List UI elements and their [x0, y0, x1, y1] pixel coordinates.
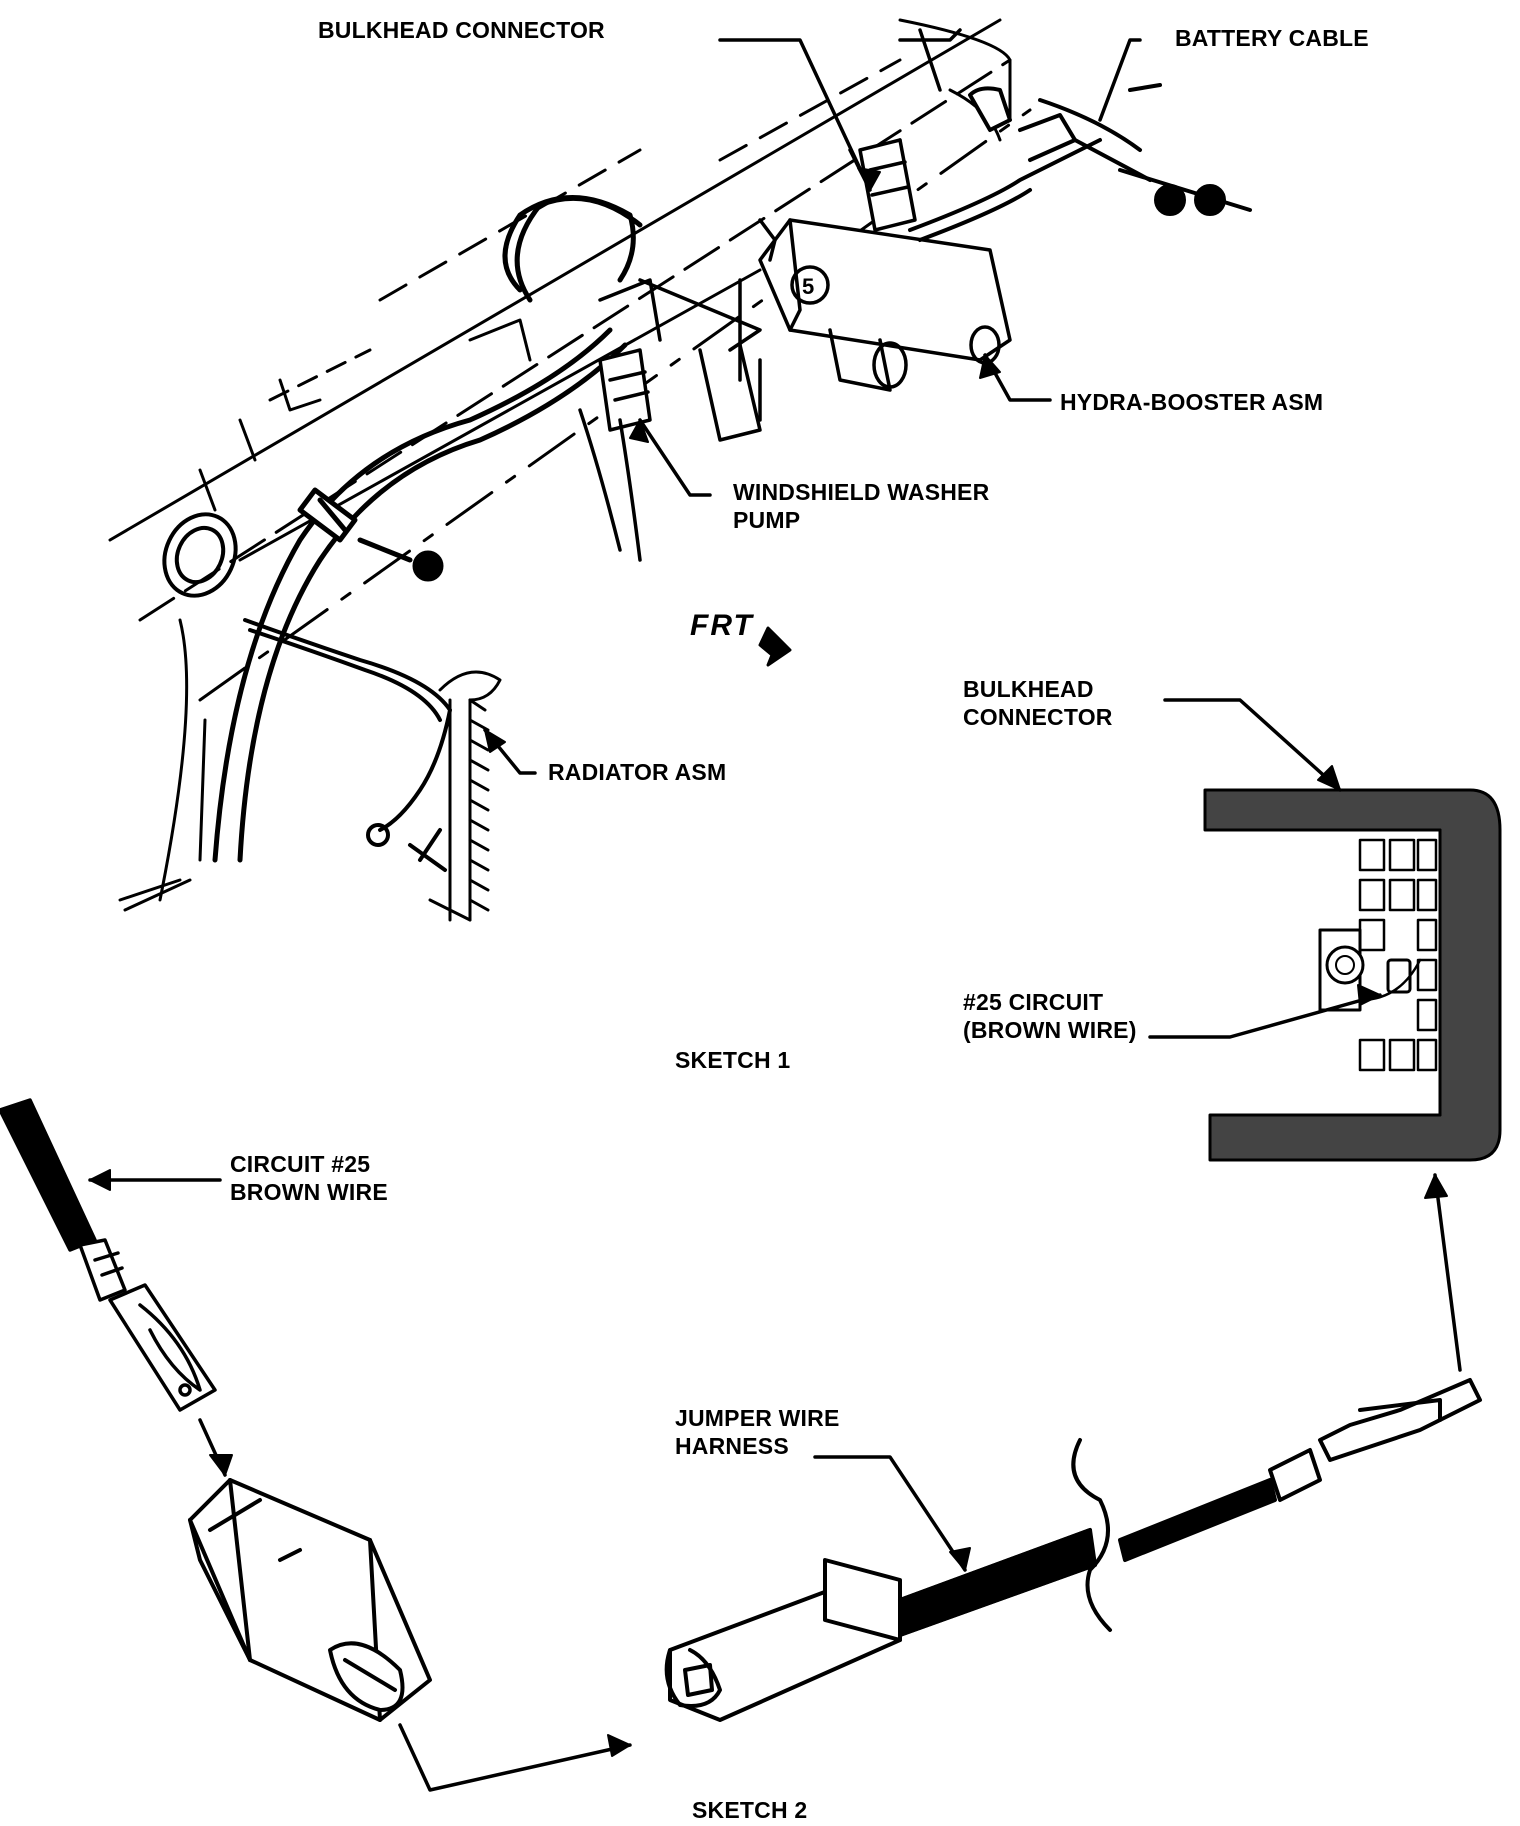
hydra-booster: 5	[758, 138, 1012, 392]
jumper-harness-connector	[664, 1378, 1482, 1722]
battery-cable	[908, 83, 1252, 242]
leader-lines	[88, 38, 1462, 1792]
hydra-booster-label: HYDRA-BOOSTER ASM	[1060, 389, 1324, 415]
bulkhead-connector-detail-label: BULKHEAD CONNECTOR	[963, 676, 1113, 730]
bulkhead-connector-top	[858, 28, 962, 232]
grommet-hole	[162, 512, 238, 598]
svg-text:5: 5	[802, 274, 814, 299]
front-label: FRT	[690, 609, 754, 642]
radiator-asm-label: RADIATOR ASM	[548, 759, 727, 785]
washer-pump	[578, 278, 762, 562]
circuit-25-brown-wire-label: CIRCUIT #25 BROWN WIRE	[230, 1151, 388, 1205]
bulkhead-connector-detail	[1203, 788, 1502, 1162]
circuit-25-label: #25 CIRCUIT (BROWN WIRE)	[963, 989, 1137, 1043]
connector-housing	[188, 1478, 432, 1722]
battery-cable-label: BATTERY CABLE	[1175, 25, 1369, 51]
radiator-assembly	[428, 670, 502, 922]
sketch-2-caption: SKETCH 2	[692, 1797, 808, 1823]
radiator-ground-harness	[243, 618, 452, 872]
main-wiring-harness	[212, 195, 643, 863]
windshield-washer-pump-label: WINDSHIELD WASHER PUMP	[733, 479, 990, 533]
sketch-1-caption: SKETCH 1	[675, 1047, 791, 1073]
jumper-wire-harness-label: JUMPER WIRE HARNESS	[675, 1405, 840, 1459]
arrowheads	[89, 167, 1448, 1757]
bulkhead-connector-label: BULKHEAD CONNECTOR	[318, 17, 605, 43]
brown-wire-terminal	[0, 1098, 217, 1412]
front-arrow-icon	[758, 626, 792, 667]
